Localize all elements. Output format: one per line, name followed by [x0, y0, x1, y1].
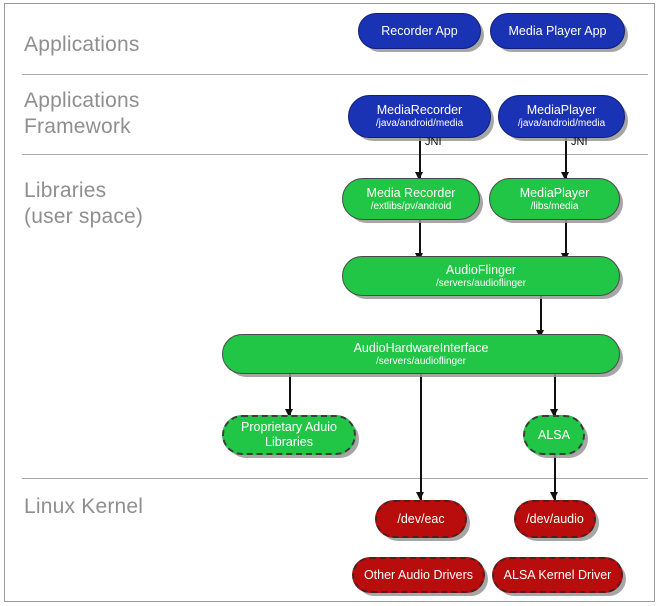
- node-alsa-title: ALSA: [538, 427, 570, 442]
- node-mediaplayer-lib-title: MediaPlayer: [519, 185, 590, 200]
- node-media-player-app-title: Media Player App: [508, 23, 607, 38]
- node-mediarecorder-framework-title: MediaRecorder: [376, 103, 463, 117]
- connector-mediaplayer-lib-to-audioflinger: [565, 220, 567, 262]
- connector-media-recorder-to-audioflinger: [419, 220, 421, 262]
- connector-mediaplayer-to-lib: [565, 138, 567, 178]
- divider-applications-framework: [22, 154, 648, 155]
- node-media-recorder-lib[interactable]: Media Recorder /extlibs/pv/android: [342, 178, 480, 220]
- node-proprietary-audio-libraries[interactable]: Proprietary Aduio Libraries: [222, 415, 356, 455]
- node-audioflinger-title: AudioFlinger: [445, 262, 517, 277]
- node-audioflinger[interactable]: AudioFlinger /servers/audioflinger: [342, 256, 620, 296]
- node-recorder-app-title: Recorder App: [381, 23, 458, 38]
- node-recorder-app[interactable]: Recorder App: [358, 13, 481, 49]
- node-dev-audio-title: /dev/audio: [526, 511, 584, 526]
- node-dev-eac-title: /dev/eac: [397, 511, 445, 526]
- divider-linux-kernel: [22, 478, 648, 479]
- node-audioflinger-path: /servers/audioflinger: [435, 277, 527, 289]
- node-proprietary-audio-libraries-title-line2: Libraries: [265, 435, 313, 449]
- node-mediarecorder-framework-path: /java/android/media: [375, 118, 464, 129]
- node-alsa-kernel-driver[interactable]: ALSA Kernel Driver: [492, 557, 623, 593]
- layer-label-applications: Applications: [24, 33, 140, 56]
- connector-mediarecorder-to-lib: [419, 138, 421, 178]
- node-media-player-app[interactable]: Media Player App: [490, 13, 625, 49]
- node-mediaplayer-lib-path: /libs/media: [530, 200, 579, 212]
- node-alsa-kernel-driver-title: ALSA Kernel Driver: [503, 567, 612, 582]
- arrowhead-ahi-to-dev-eac: [416, 492, 424, 500]
- arrowhead-mediarecorder-to-lib: [415, 172, 423, 180]
- node-mediaplayer-framework[interactable]: MediaPlayer /java/android/media: [498, 95, 625, 138]
- layer-label-applications-framework: Applications Framework: [24, 89, 140, 138]
- connector-ahi-to-proprietary-libraries: [289, 374, 291, 418]
- node-media-recorder-lib-title: Media Recorder: [366, 185, 456, 200]
- node-proprietary-audio-libraries-title: Proprietary Aduio: [241, 420, 337, 434]
- arrowhead-ahi-to-alsa: [550, 409, 558, 417]
- node-other-audio-drivers[interactable]: Other Audio Drivers: [352, 557, 485, 593]
- node-mediaplayer-framework-title: MediaPlayer: [526, 103, 597, 117]
- node-media-recorder-lib-path: /extlibs/pv/android: [370, 200, 452, 212]
- node-other-audio-drivers-title: Other Audio Drivers: [363, 567, 474, 582]
- arrowhead-ahi-to-proprietary-libraries: [285, 409, 293, 417]
- node-dev-eac[interactable]: /dev/eac: [375, 500, 467, 538]
- diagram-frame: [4, 3, 655, 602]
- arrowhead-mediaplayer-to-lib: [561, 172, 569, 180]
- node-mediaplayer-lib[interactable]: MediaPlayer /libs/media: [489, 178, 620, 220]
- arrowhead-alsa-to-dev-audio: [550, 492, 558, 500]
- edge-label-jni-player: JNI: [571, 136, 588, 148]
- node-audiohardwareinterface-title: AudioHardwareInterface: [353, 340, 489, 355]
- connector-audioflinger-to-audiohardwareinterface: [540, 296, 542, 340]
- node-audiohardwareinterface-path: /servers/audioflinger: [375, 355, 467, 367]
- node-mediarecorder-framework[interactable]: MediaRecorder /java/android/media: [348, 95, 491, 138]
- connector-alsa-to-dev-audio: [554, 455, 556, 500]
- divider-applications: [22, 74, 648, 75]
- connector-ahi-to-dev-eac: [420, 374, 422, 500]
- layer-label-libraries: Libraries (user space): [24, 179, 144, 228]
- node-dev-audio[interactable]: /dev/audio: [514, 500, 596, 538]
- node-mediaplayer-framework-path: /java/android/media: [517, 118, 606, 129]
- node-audiohardwareinterface[interactable]: AudioHardwareInterface /servers/audiofli…: [222, 334, 620, 374]
- edge-label-jni-recorder: JNI: [425, 136, 442, 148]
- layer-label-linux-kernel: Linux Kernel: [24, 495, 144, 518]
- connector-ahi-to-alsa: [554, 374, 556, 418]
- node-alsa[interactable]: ALSA: [523, 415, 585, 455]
